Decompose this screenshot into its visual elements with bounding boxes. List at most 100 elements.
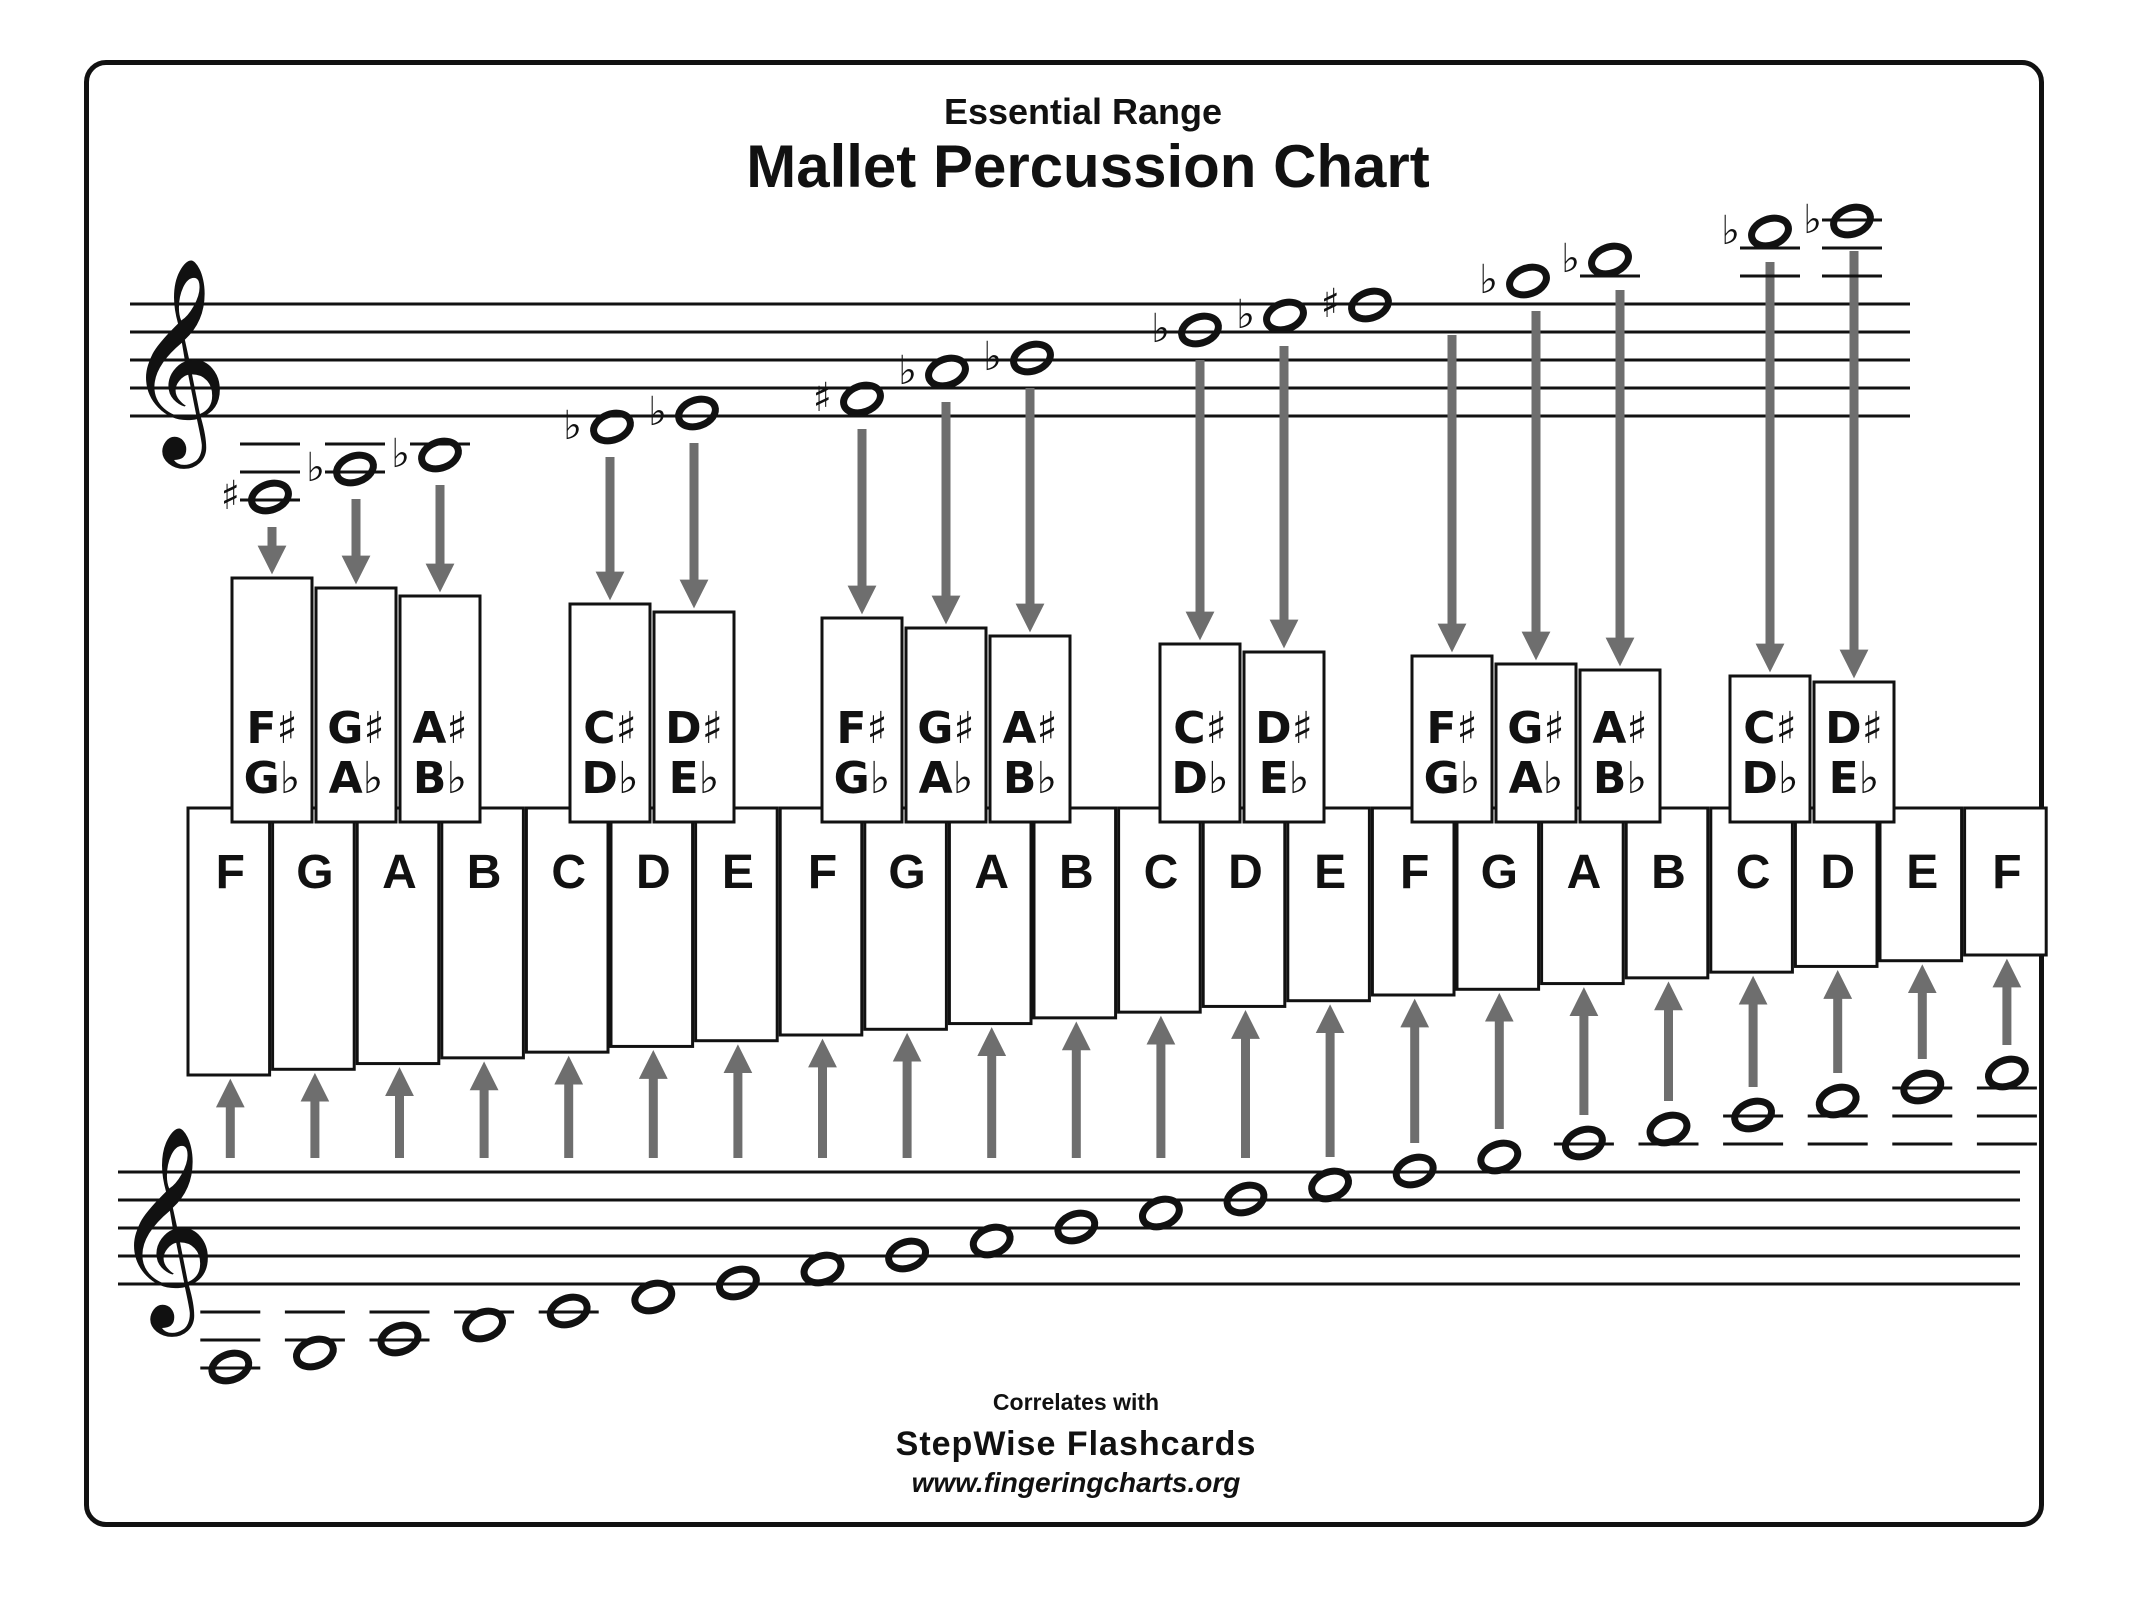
accidental-bar-2-0[interactable]: F♯G♭ [820, 616, 904, 824]
bar-b[interactable]: B [440, 806, 525, 1060]
accidental-bar[interactable] [1494, 662, 1578, 824]
bar-f[interactable]: F [1370, 806, 1456, 997]
accidental-bar[interactable] [230, 576, 314, 824]
accidental-bar-3-0[interactable]: C♯D♭ [1158, 642, 1242, 824]
bar-f[interactable]: F [1963, 806, 2048, 957]
bar-c[interactable]: C [1709, 806, 1794, 974]
arrows [215, 251, 2022, 1158]
bottom-note [1223, 1181, 1268, 1217]
flat-name: B♭ [1593, 753, 1647, 804]
natural-bar[interactable] [778, 806, 864, 1037]
sharp-name: F♯ [836, 703, 887, 754]
sharp-name: A♯ [1592, 703, 1647, 754]
accidental-bar-4-1[interactable]: G♯A♭ [1494, 662, 1578, 824]
accidental-bar-2-2[interactable]: A♯B♭ [988, 634, 1072, 824]
bottom-note [1308, 1167, 1352, 1203]
bar-f[interactable]: F [778, 806, 864, 1037]
accidental-bar-1-1[interactable]: D♯E♭ [652, 610, 736, 824]
bar-g[interactable]: G [1455, 806, 1541, 991]
accidental-bar-1-0[interactable]: C♯D♭ [568, 602, 652, 824]
bar-a[interactable]: A [355, 806, 441, 1066]
bottom-note [716, 1265, 760, 1301]
bar-d[interactable]: D [609, 806, 695, 1048]
natural-bar-label: B [1651, 846, 1686, 899]
bar-g[interactable]: G [863, 806, 948, 1031]
natural-bar[interactable] [1963, 806, 2048, 957]
bottom-note [454, 1307, 515, 1343]
natural-bar[interactable] [1201, 806, 1287, 1008]
natural-bar[interactable] [1286, 806, 1371, 1003]
accidental-bar[interactable] [988, 634, 1072, 824]
notes: ♯♭♭♭♭♯♭♭♭♭♯♭♭♭♭ [200, 197, 2037, 1385]
whole-note [631, 1279, 676, 1315]
accidental-sign: ♯ [221, 473, 240, 519]
natural-bar[interactable] [1878, 806, 1964, 963]
accidental-bar[interactable] [1410, 654, 1494, 824]
accidental-bar-4-0[interactable]: F♯G♭ [1410, 654, 1494, 824]
accidental-sign: ♭ [1236, 292, 1255, 338]
natural-bar[interactable] [186, 806, 272, 1077]
natural-bar[interactable] [609, 806, 695, 1048]
accidental-sign: ♭ [1151, 306, 1170, 352]
sharp-name: G♯ [917, 703, 974, 754]
natural-bar[interactable] [271, 806, 356, 1071]
bar-c[interactable]: C [1117, 806, 1202, 1014]
accidental-bar[interactable] [1158, 642, 1242, 824]
accidental-bar-5-1[interactable]: D♯E♭ [1812, 680, 1896, 824]
bar-b[interactable]: B [1624, 806, 1710, 980]
accidental-bar[interactable] [820, 616, 904, 824]
accidental-bar[interactable] [652, 610, 736, 824]
top-note: ♭ [563, 403, 634, 449]
natural-bar[interactable] [440, 806, 525, 1060]
bar-e[interactable]: E [1878, 806, 1964, 963]
bar-e[interactable]: E [694, 806, 779, 1043]
bottom-note [1553, 1125, 1614, 1161]
bar-b[interactable]: B [1032, 806, 1118, 1020]
accidental-bar-5-0[interactable]: C♯D♭ [1728, 674, 1812, 824]
top-note: ♭ [1561, 236, 1640, 282]
accidental-bar[interactable] [1728, 674, 1812, 824]
natural-bar[interactable] [694, 806, 779, 1043]
natural-bar[interactable] [355, 806, 441, 1066]
bar-a[interactable]: A [1540, 806, 1625, 986]
accidental-bar-0-0[interactable]: F♯G♭ [230, 576, 314, 824]
natural-bar[interactable] [1032, 806, 1118, 1020]
whole-note [208, 1349, 253, 1385]
bar-d[interactable]: D [1793, 806, 1879, 968]
accidental-bar-0-2[interactable]: A♯B♭ [398, 594, 482, 824]
accidental-bar[interactable] [568, 602, 652, 824]
natural-bar[interactable] [1624, 806, 1710, 980]
whole-note [1815, 1083, 1860, 1119]
natural-bar-label: F [216, 846, 245, 899]
natural-bar[interactable] [1540, 806, 1625, 986]
bar-f[interactable]: F [186, 806, 272, 1077]
accidental-bar[interactable] [1812, 680, 1896, 824]
natural-bar[interactable] [1793, 806, 1879, 968]
whole-note [1308, 1167, 1352, 1203]
bar-d[interactable]: D [1201, 806, 1287, 1008]
accidental-bars: F♯G♭G♯A♭A♯B♭C♯D♭D♯E♭F♯G♭G♯A♭A♯B♭C♯D♭D♯E♭… [230, 576, 1896, 824]
accidental-bar[interactable] [904, 626, 988, 824]
accidental-bar[interactable] [398, 594, 482, 824]
bar-g[interactable]: G [271, 806, 356, 1071]
accidental-bar-0-1[interactable]: G♯A♭ [314, 586, 398, 824]
accidental-bar-3-1[interactable]: D♯E♭ [1242, 650, 1326, 824]
natural-bar[interactable] [1117, 806, 1202, 1014]
natural-bar[interactable] [1455, 806, 1541, 991]
natural-bar[interactable] [947, 806, 1033, 1026]
natural-bar[interactable] [1370, 806, 1456, 997]
accidental-bar[interactable] [1242, 650, 1326, 824]
accidental-bar[interactable] [1578, 668, 1662, 824]
accidental-bar-4-2[interactable]: A♯B♭ [1578, 668, 1662, 824]
natural-bar[interactable] [863, 806, 948, 1031]
natural-bar[interactable] [524, 806, 610, 1054]
accidental-bar[interactable] [314, 586, 398, 824]
bar-e[interactable]: E [1286, 806, 1371, 1003]
whole-note [1562, 1125, 1606, 1161]
bar-a[interactable]: A [947, 806, 1033, 1026]
flat-name: D♭ [1741, 753, 1798, 804]
sharp-name: G♯ [327, 703, 384, 754]
natural-bar-label: G [888, 846, 925, 899]
bar-c[interactable]: C [524, 806, 610, 1054]
accidental-bar-2-1[interactable]: G♯A♭ [904, 626, 988, 824]
